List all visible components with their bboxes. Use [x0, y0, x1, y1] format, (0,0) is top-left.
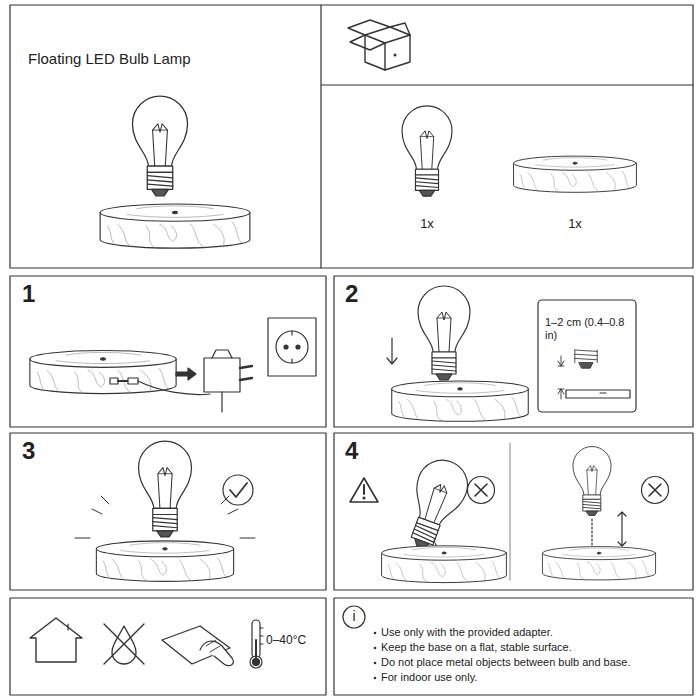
- note-text: Keep the base on a flat, stable surface.: [381, 641, 572, 654]
- quantity-label: 1x: [568, 216, 582, 232]
- temperature-range: 0–40°C: [266, 633, 306, 647]
- step-number: 3: [22, 437, 35, 466]
- diagram-title: Floating LED Bulb Lamp: [28, 50, 191, 68]
- step-number: 1: [22, 280, 35, 309]
- quantity-label: 1x: [420, 216, 434, 232]
- dimension-label: 1–2 cm (0.4–0.8 in): [545, 316, 631, 342]
- note-text: Do not place metal objects between bulb …: [381, 656, 631, 669]
- step-number: 4: [345, 437, 358, 466]
- info-symbol: i: [352, 608, 355, 625]
- step-number: 2: [345, 280, 358, 309]
- note-text: For indoor use only.: [381, 671, 477, 684]
- note-text: Use only with the provided adapter.: [381, 626, 553, 639]
